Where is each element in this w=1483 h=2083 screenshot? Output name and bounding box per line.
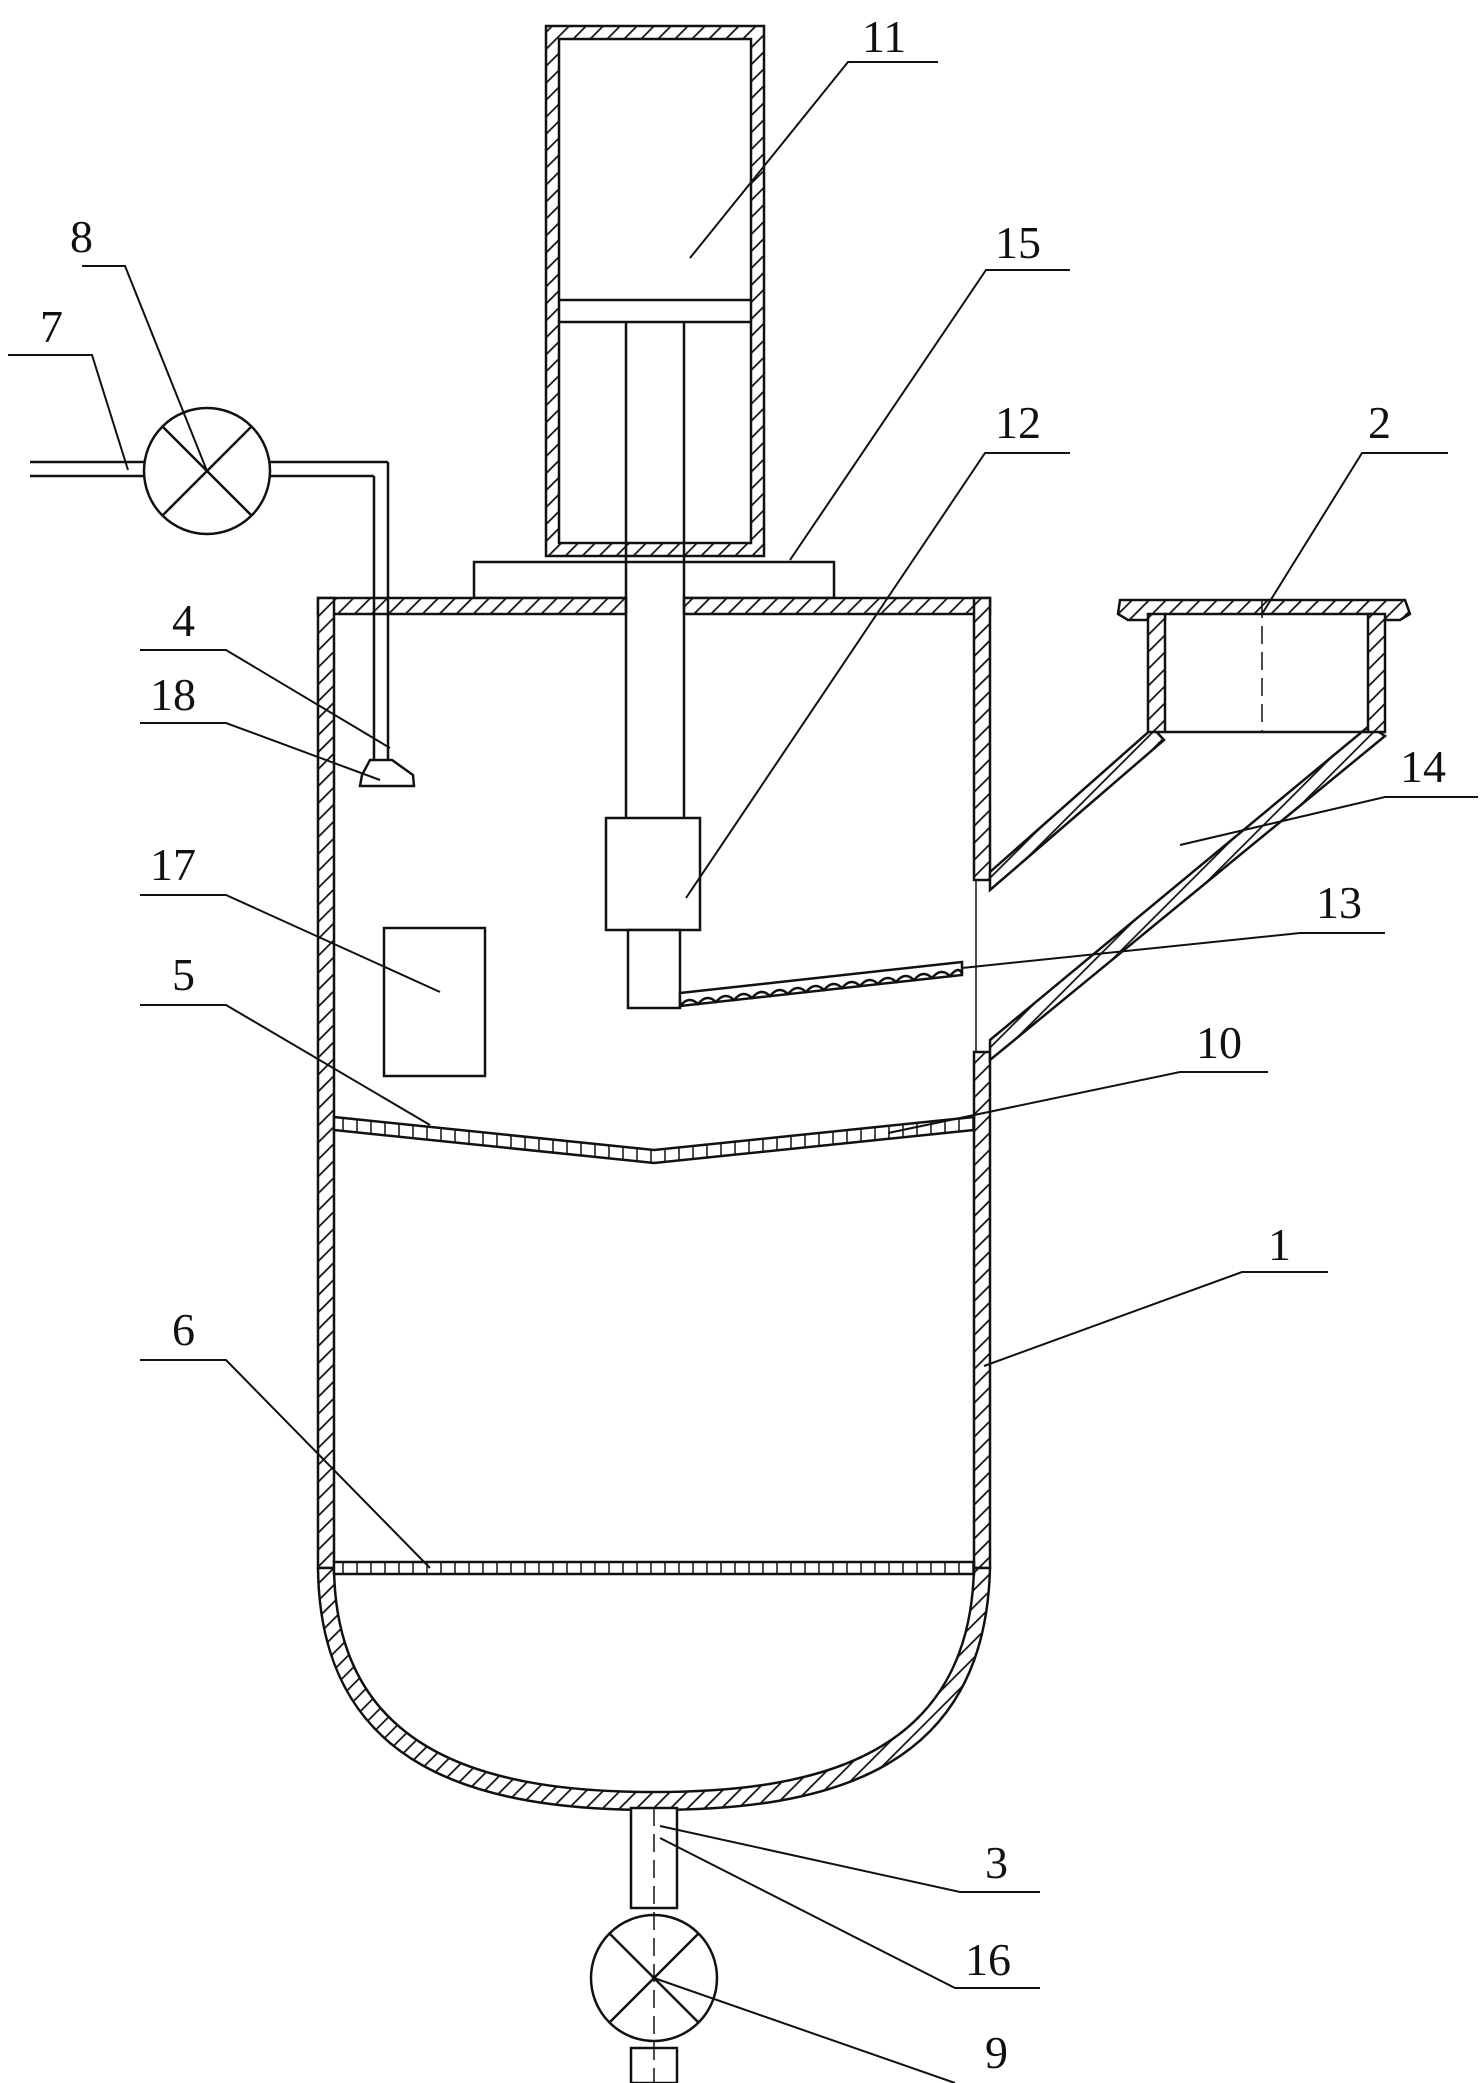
leader-lines: [8, 61, 1478, 2083]
filter-plate-5: [332, 1115, 976, 1165]
label-18: 18: [150, 669, 196, 720]
label-6: 6: [172, 1304, 195, 1355]
label-1: 1: [1268, 1219, 1291, 1270]
label-5: 5: [172, 949, 195, 1000]
label-12: 12: [995, 397, 1041, 448]
label-17: 17: [150, 839, 196, 890]
label-7: 7: [40, 301, 63, 352]
label-15: 15: [995, 217, 1041, 268]
label-3: 3: [985, 1837, 1008, 1888]
motor-12: [604, 816, 702, 932]
tank-body-1: [316, 596, 992, 1812]
sensor-box-17: [382, 926, 487, 1078]
motor-shaft: [626, 928, 682, 1010]
label-4: 4: [172, 595, 195, 646]
filter-plate-6: [332, 1560, 976, 1576]
label-2: 2: [1368, 397, 1391, 448]
stirring-blade-13: [678, 960, 964, 1008]
cylinder-housing-11: [544, 24, 766, 558]
water-inlet-pipe: [30, 460, 390, 760]
spray-nozzle-18: [358, 758, 416, 788]
label-14: 14: [1400, 741, 1446, 792]
label-13: 13: [1316, 877, 1362, 928]
mounting-plate-15: [472, 560, 836, 600]
label-8: 8: [70, 211, 93, 262]
valve-9: [589, 1808, 719, 2083]
label-11: 11: [862, 11, 906, 62]
piston: [559, 298, 751, 324]
piston-rod: [624, 322, 686, 818]
label-10: 10: [1196, 1017, 1242, 1068]
feed-inlet-2: [1116, 598, 1412, 734]
label-9: 9: [985, 2027, 1008, 2078]
label-16: 16: [965, 1934, 1011, 1985]
